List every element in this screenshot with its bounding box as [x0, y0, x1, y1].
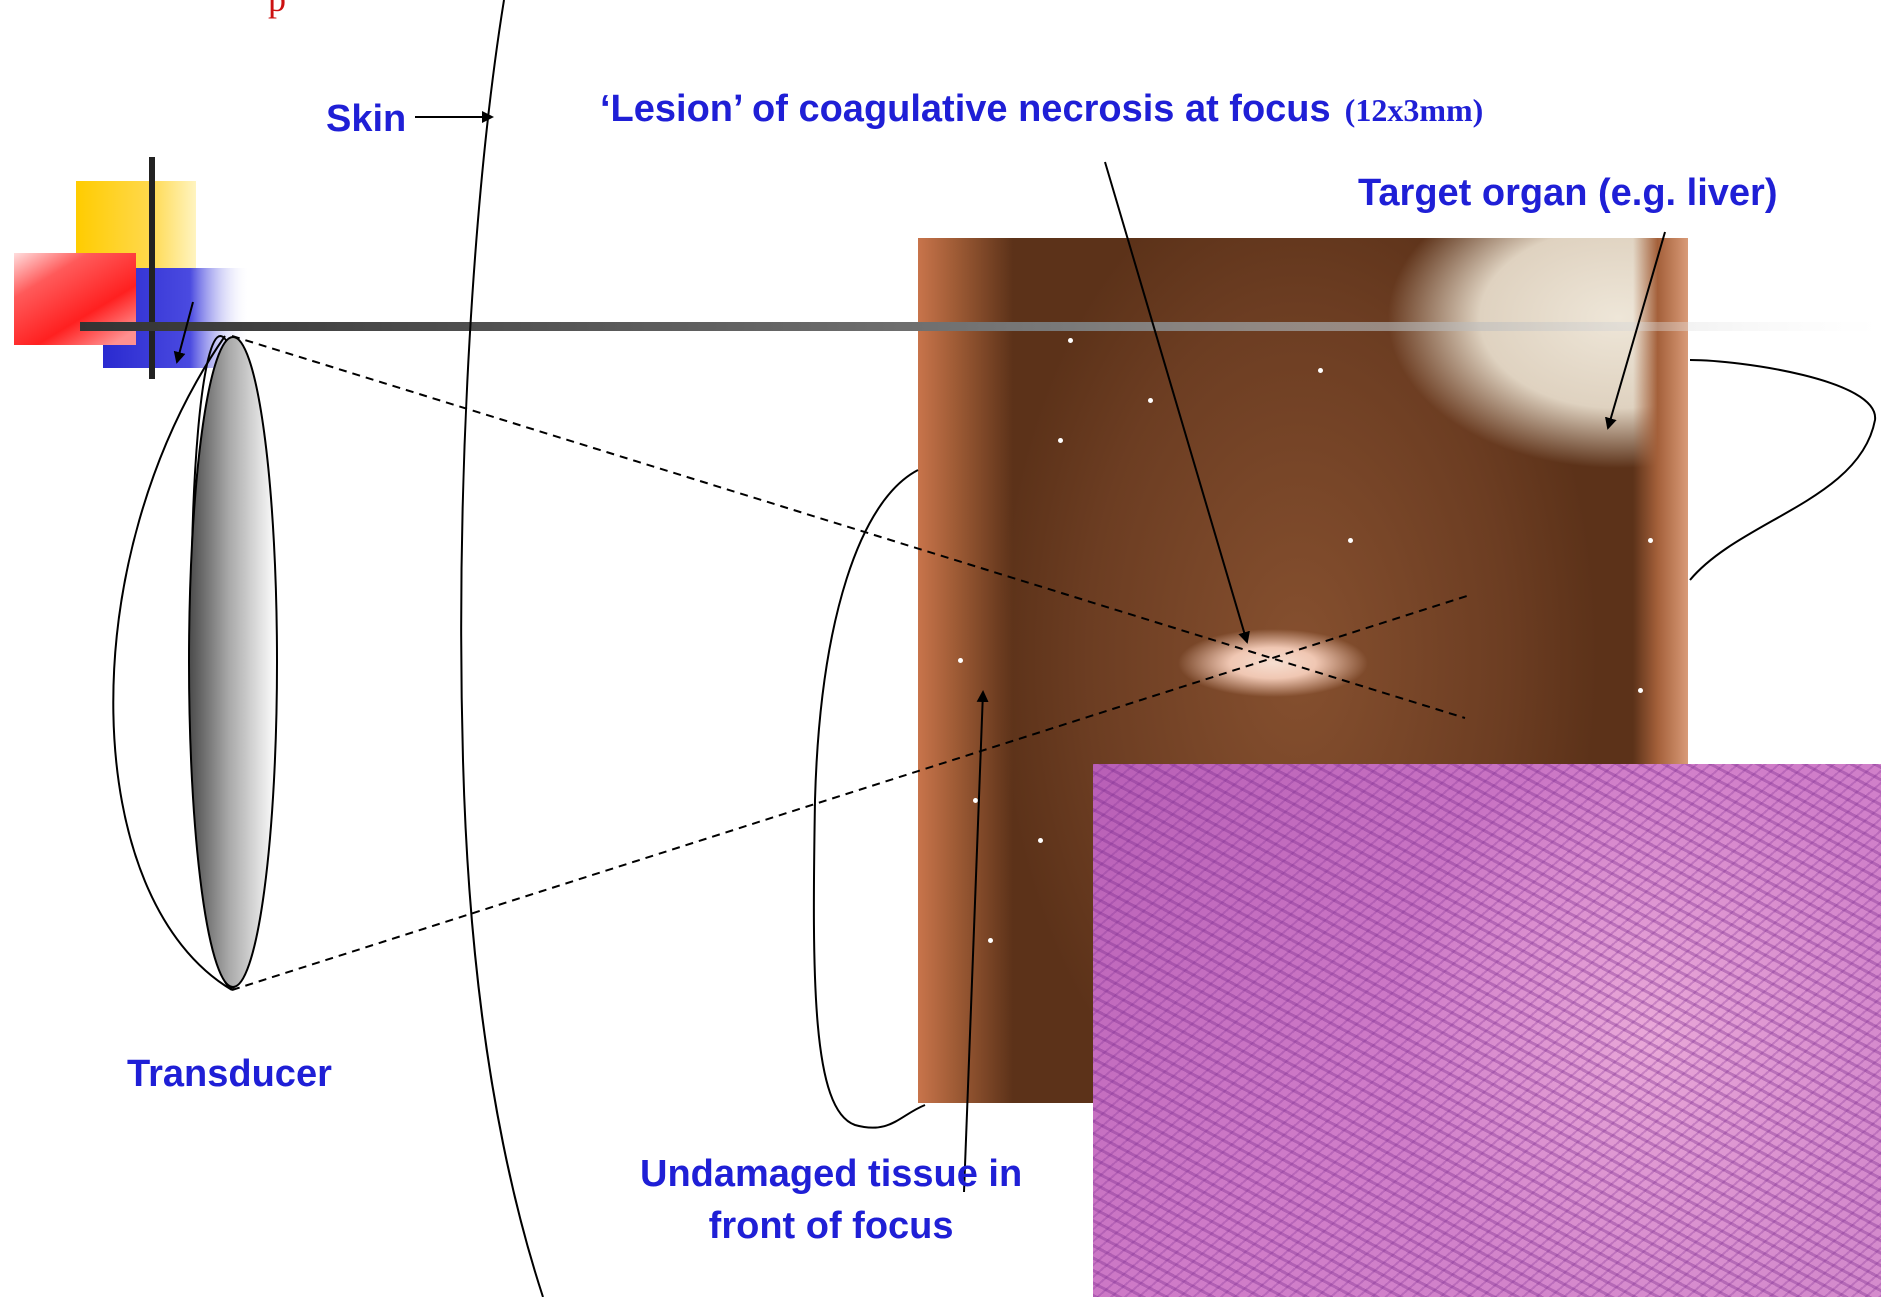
undamaged-line-1: Undamaged tissue in — [640, 1148, 1022, 1200]
horizontal-rule — [80, 322, 1880, 331]
lesion-size-text: (12x3mm) — [1345, 92, 1484, 128]
pointer-arrows — [177, 117, 1665, 1192]
target-organ-label: Target organ (e.g. liver) — [1358, 172, 1777, 215]
skin-line — [461, 0, 543, 1297]
skin-label: Skin — [326, 98, 406, 141]
lesion-label: ‘Lesion’ of coagulative necrosis at focu… — [600, 88, 1483, 131]
transducer-label: Transducer — [127, 1053, 332, 1096]
transducer-lens — [113, 335, 277, 990]
organ-outline — [814, 360, 1875, 1128]
undamaged-line-2: front of focus — [640, 1200, 1022, 1252]
lesion-label-text: ‘Lesion’ of coagulative necrosis at focu… — [600, 88, 1331, 130]
undamaged-tissue-label: Undamaged tissue in front of focus — [640, 1148, 1022, 1252]
beam-lines — [232, 336, 1470, 990]
